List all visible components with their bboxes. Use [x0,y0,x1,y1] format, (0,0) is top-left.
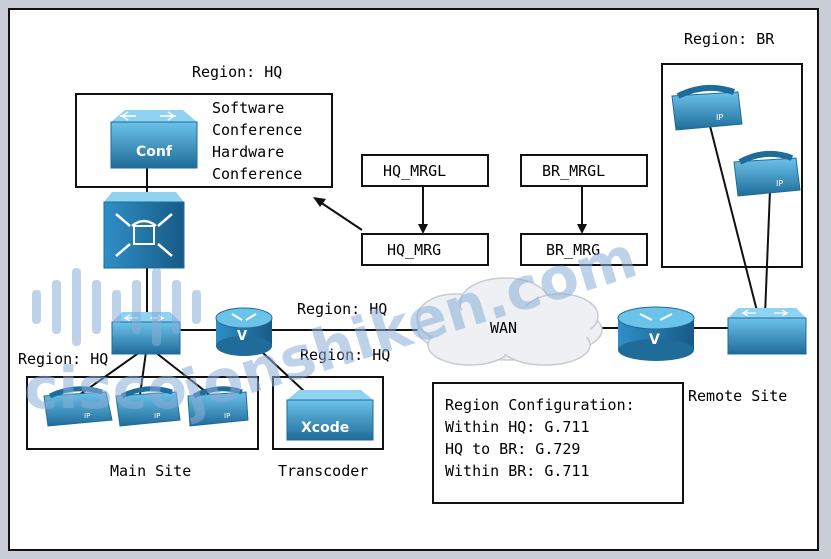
conf-device-label: Conf [136,144,173,160]
watermark-brand: cisco [24,354,187,422]
conf-line-2: Conference [212,121,302,139]
cisco-bars-icon [32,268,201,346]
xcode-device-label: Xcode [301,420,349,436]
link-router-transcoder [261,351,306,393]
main-site-label: Main Site [110,462,191,480]
wan-cloud [416,277,603,366]
br-mrgl-label: BR_MRGL [542,162,605,180]
svg-text:IP: IP [716,113,723,122]
svg-text:IP: IP [154,412,160,420]
region-config-title: Region Configuration: [445,396,635,414]
transcoder-box [272,376,384,450]
br-mrg-box [520,233,648,266]
region-config-line-2: HQ to BR: G.729 [445,440,580,458]
call-manager-device[interactable] [103,192,185,269]
hq-mrgl-box [361,154,489,187]
remote-router-label: V [649,332,660,348]
boxes [26,63,803,504]
arrow-hq-mrg [418,224,428,234]
region-hq-router-label: Region: HQ [300,346,390,364]
main-site-box [26,376,259,450]
remote-router-device[interactable]: V [617,306,695,361]
region-config-line-3: Within BR: G.711 [445,462,590,480]
conf-device[interactable]: Conf [110,110,198,169]
wan-label: WAN [490,319,517,337]
arrow-heads [313,197,587,234]
remote-phone-2[interactable]: IP [733,150,801,197]
arrow-br-mrg [577,224,587,234]
svg-text:IP: IP [776,179,783,188]
remote-switch-device[interactable] [727,308,807,355]
conf-line-4: Conference [212,165,302,183]
br-mrgl-box [520,154,648,187]
main-phone-2[interactable]: IP [115,386,181,427]
hq-mrgl-label: HQ_MRGL [383,162,446,180]
link-switch-phone-3 [154,351,211,396]
region-hq-wan-label: Region: HQ [297,300,387,318]
svg-text:IP: IP [224,412,230,420]
hq-mrg-box [361,233,489,266]
hq-mrg-label: HQ_MRG [387,241,441,259]
br-mrg-label: BR_MRG [546,241,600,259]
hq-router-device[interactable]: V [215,307,273,356]
link-hqmrg-conference [319,201,363,231]
link-remote-phone-2 [764,189,771,316]
region-config-line-1: Within HQ: G.711 [445,418,590,436]
main-phone-3[interactable]: IP [187,386,249,427]
connection-lines [74,117,771,399]
svg-text:IP: IP [84,412,90,420]
phone-glyph-icon [133,225,155,245]
remote-phone-1[interactable]: IP [671,84,743,131]
main-phone-1[interactable]: IP [43,386,113,427]
region-hq-phones-label: Region: HQ [18,350,108,368]
conf-line-1: Software [212,99,284,117]
br-phones-box [661,63,803,268]
conf-line-3: Hardware [212,143,284,161]
conference-box [75,93,333,188]
transcoder-label: Transcoder [278,462,368,480]
remote-site-label: Remote Site [688,387,787,405]
region-br-label: Region: BR [684,30,775,48]
arrow-conference [313,197,326,207]
link-remote-phone-1 [707,117,759,316]
hq-router-label: V [237,329,247,344]
main-switch-device[interactable] [111,312,181,355]
region-hq-top-label: Region: HQ [192,63,282,81]
region-config-box [432,382,684,504]
xcode-device[interactable]: Xcode [286,390,374,441]
